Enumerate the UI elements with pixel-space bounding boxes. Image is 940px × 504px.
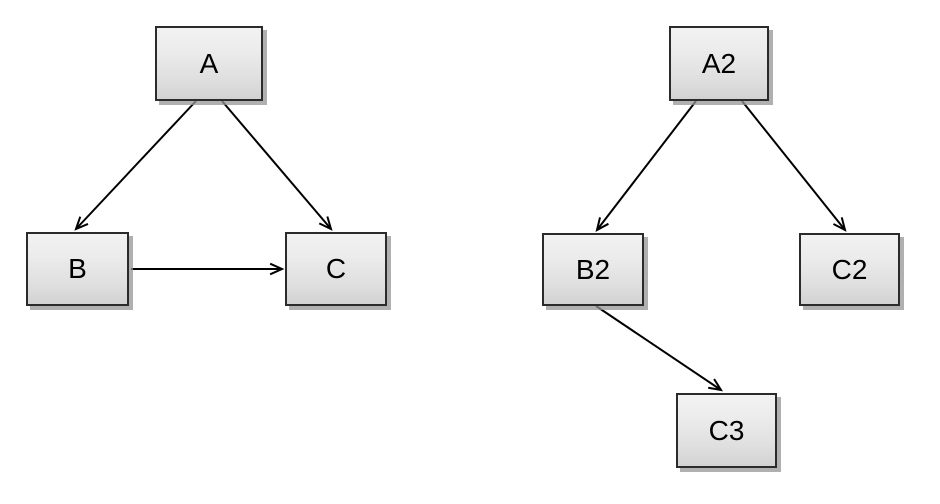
edge-line bbox=[221, 100, 332, 230]
arrowhead-icon bbox=[708, 378, 724, 392]
edge-line bbox=[596, 100, 697, 231]
node-label: A2 bbox=[701, 47, 737, 79]
node-label: A bbox=[199, 47, 219, 79]
node-b[interactable]: B bbox=[26, 232, 129, 306]
arrowhead-icon bbox=[74, 216, 89, 231]
edge-a2-to-c2 bbox=[741, 100, 847, 232]
arrowhead-icon bbox=[269, 262, 285, 276]
edge-b-to-c bbox=[131, 262, 285, 276]
edge-b2-to-c3 bbox=[595, 305, 724, 392]
edge-line bbox=[595, 305, 722, 391]
node-b2[interactable]: B2 bbox=[542, 233, 644, 306]
node-c[interactable]: C bbox=[285, 232, 387, 306]
arrowhead-icon bbox=[832, 217, 847, 232]
node-c2[interactable]: C2 bbox=[799, 233, 900, 306]
node-label: B2 bbox=[575, 253, 611, 285]
node-a2[interactable]: A2 bbox=[669, 26, 769, 101]
node-label: B bbox=[68, 253, 87, 284]
node-a[interactable]: A bbox=[155, 26, 263, 101]
node-label: C bbox=[325, 253, 347, 284]
node-label: C3 bbox=[708, 414, 745, 446]
edge-a-to-b bbox=[74, 100, 197, 231]
arrowhead-icon bbox=[595, 217, 609, 232]
edge-a-to-c bbox=[221, 100, 333, 231]
arrowhead-icon bbox=[318, 216, 333, 231]
node-label: C2 bbox=[831, 253, 868, 285]
edge-a2-to-b2 bbox=[595, 100, 697, 232]
edge-line bbox=[741, 100, 846, 231]
edge-line bbox=[75, 100, 197, 230]
node-c3[interactable]: C3 bbox=[676, 393, 777, 468]
